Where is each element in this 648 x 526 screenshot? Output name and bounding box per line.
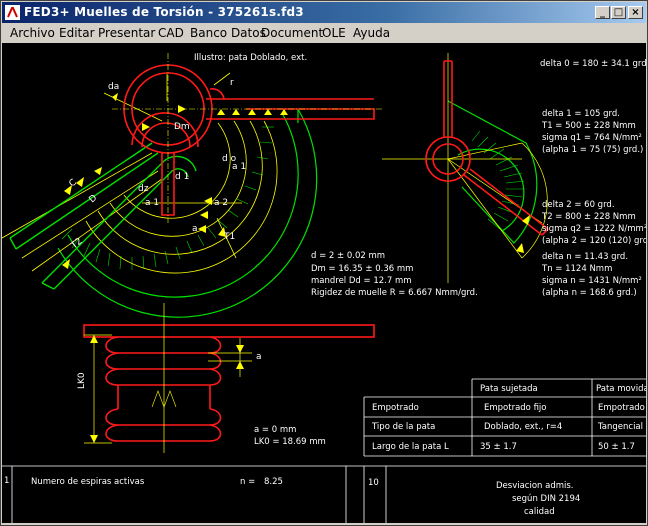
coil-side-view: a LK0 (77, 303, 375, 453)
deviation-line2: según DIN 2194 (512, 494, 580, 504)
mandrel-text: mandrel Dd = 12.7 mm (311, 276, 412, 286)
active-coils-value: 8.25 (264, 477, 283, 487)
label-d1: d 1 (175, 172, 189, 182)
table-row-tipo-col2: Tangencial (597, 422, 643, 432)
table-row-largo-col2: 50 ± 1.7 (598, 442, 635, 452)
rigidity-text: Rigidez de muelle R = 6.667 Nmm/grd. (311, 288, 478, 298)
leg-table (363, 378, 646, 457)
menu-bar: Archivo Editar Presentar CAD Banco Datos… (2, 23, 646, 43)
alphan-text: (alpha n = 168.6 grd.) (542, 288, 637, 298)
label-a-1: a 1 (145, 198, 159, 208)
illustration-title: Illustro: pata Doblado, ext. (194, 53, 307, 63)
lk0-text: LK0 = 18.69 mm (254, 437, 326, 447)
label-c: C (68, 178, 79, 190)
label-dm: Dm (174, 122, 190, 132)
menu-presentar[interactable]: Presentar (98, 26, 156, 40)
active-coils-var: n = (240, 477, 255, 487)
label-d0: d o (222, 154, 237, 164)
alpha1-text: (alpha 1 = 75 (75) grd.) (542, 145, 643, 155)
window-title: FED3+ Muelles de Torsión - 375261s.fd3 (24, 5, 304, 19)
delta2-text: delta 2 = 60 grd. (542, 200, 615, 210)
angle-view (382, 53, 549, 283)
active-coils-label: Numero de espiras activas (31, 477, 145, 487)
title-bar[interactable]: FED3+ Muelles de Torsión - 375261s.fd3 _… (2, 2, 646, 23)
label-d: D (88, 193, 100, 205)
spring-drawing: r da Dm d o a 1 d 1 dz a 1 a 2 a T2 D C … (2, 53, 646, 523)
table-row-tipo-label: Tipo de la pata (371, 422, 435, 432)
menu-ole[interactable]: OLE (322, 26, 346, 40)
close-button[interactable]: × (628, 6, 643, 19)
tn-text: Tn = 1124 Nmm (541, 264, 612, 274)
table-header-pata-movida: Pata movida (596, 384, 646, 394)
fed3-app-icon (5, 5, 20, 20)
table-header-pata-sujetada: Pata sujetada (480, 384, 538, 394)
t2-text: T2 = 800 ± 228 Nmm (541, 212, 636, 222)
label-a1: a 1 (232, 162, 246, 172)
label-lk0: LK0 (77, 372, 87, 389)
label-a2: a 2 (214, 198, 228, 208)
label-dz: dz (138, 184, 149, 194)
table-row-tipo-col1: Doblado, ext., r=4 (484, 422, 562, 432)
table-row-largo-col1: 35 ± 1.7 (480, 442, 517, 452)
mean-diameter-text: Dm = 16.35 ± 0.36 mm (311, 264, 413, 274)
menu-banco-datos[interactable]: Banco Datos (190, 26, 266, 40)
label-a-gap: a (256, 352, 262, 362)
minimize-button[interactable]: _ (595, 6, 610, 19)
t1-text: T1 = 500 ± 228 Nmm (541, 121, 636, 131)
deviation-line3: calidad (524, 507, 555, 517)
label-da: da (108, 82, 119, 92)
delta1-text: delta 1 = 105 grd. (542, 109, 620, 119)
sigma-q2-text: sigma q2 = 1222 N/mm² (542, 224, 646, 234)
label-t2: T2 (69, 236, 85, 252)
menu-cad[interactable]: CAD (158, 26, 184, 40)
label-r: r (230, 78, 234, 88)
bottom-right-number: 10 (368, 478, 379, 488)
bottom-frame (2, 465, 646, 523)
a-text: a = 0 mm (254, 425, 296, 435)
deviation-line1: Desviacion admis. (496, 481, 574, 491)
label-a-short: a (192, 224, 198, 234)
table-row-empotrado-col2: Empotrado (598, 403, 645, 413)
menu-archivo[interactable]: Archivo (10, 26, 55, 40)
menu-ayuda[interactable]: Ayuda (353, 26, 391, 40)
drawing-canvas[interactable]: r da Dm d o a 1 d 1 dz a 1 a 2 a T2 D C … (2, 43, 646, 523)
alpha2-text: (alpha 2 = 120 (120) grd.) (542, 236, 646, 246)
table-row-empotrado-label: Empotrado (372, 403, 419, 413)
front-view: r da Dm d o a 1 d 1 dz a 1 a 2 a T2 D C … (2, 53, 382, 318)
delta0-text: delta 0 = 180 ± 34.1 grd. (540, 59, 646, 69)
menu-document[interactable]: Document (261, 26, 324, 40)
menu-editar[interactable]: Editar (59, 26, 95, 40)
deltan-text: delta n = 11.43 grd. (542, 252, 628, 262)
wire-diameter-text: d = 2 ± 0.02 mm (311, 251, 385, 261)
label-t1: T1 (223, 232, 235, 242)
table-row-empotrado-col1: Empotrado fijo (484, 403, 547, 413)
maximize-button[interactable]: □ (611, 6, 626, 19)
bottom-left-number: 1 (4, 476, 9, 486)
sigma-n-text: sigma n = 1431 N/mm² (542, 276, 642, 286)
sigma-q1-text: sigma q1 = 764 N/mm² (542, 133, 642, 143)
table-row-largo-label: Largo de la pata L (372, 442, 449, 452)
